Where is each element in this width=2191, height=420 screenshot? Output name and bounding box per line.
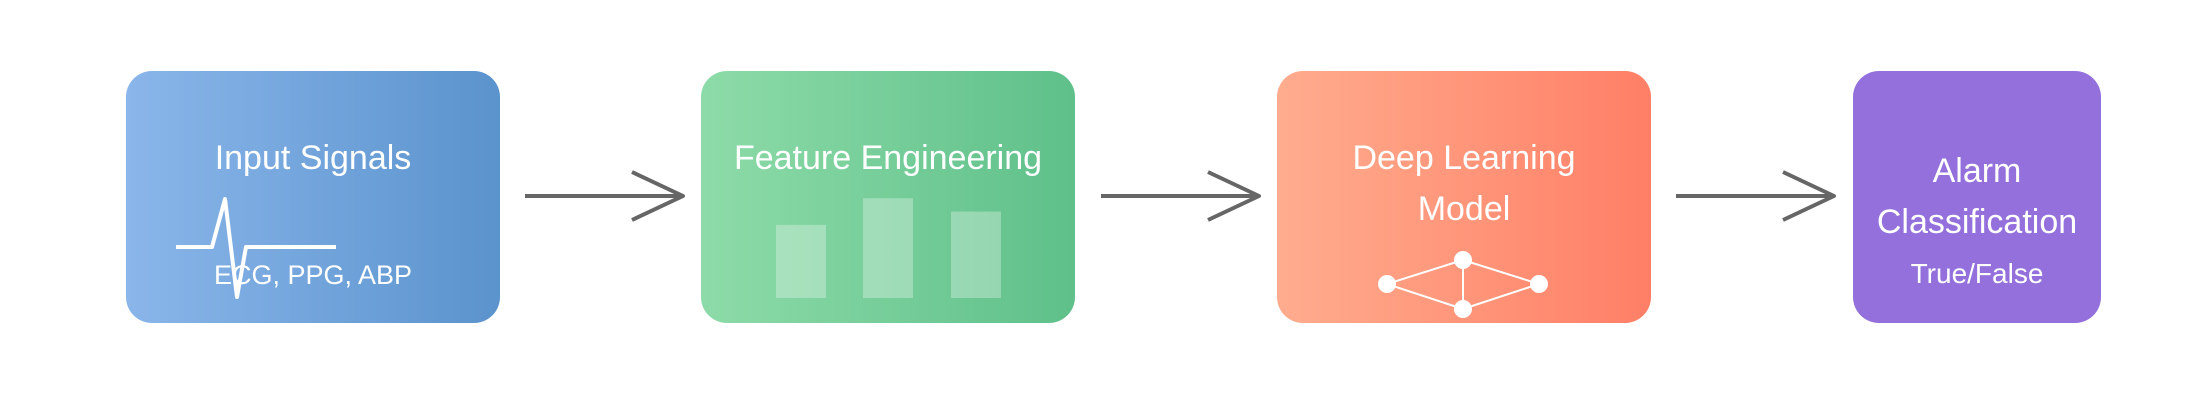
feature-engineering-title: Feature Engineering [733,139,1043,177]
feature-bar-2 [863,198,913,298]
input-signals-subtitle: ECG, PPG, ABP [213,260,413,290]
alarm-title-line2: Classification [1876,203,2078,241]
ecg-waveform-icon [176,197,336,299]
neural-network-icon [1378,251,1548,318]
input-signals-title: Input Signals [214,139,412,177]
model-title-line1: Deep Learning [1352,139,1576,177]
deep-learning-model-node: Deep Learning Model [1277,71,1651,323]
feature-bar-1 [776,224,826,298]
model-title-line2: Model [1417,190,1511,228]
alarm-subtitle: True/False [1910,258,2044,289]
alarm-title-line1: Alarm [1932,152,2022,190]
feature-bar-3 [951,211,1001,298]
input-signals-node: Input Signals ECG, PPG, ABP [126,71,500,323]
arrow-input-to-feature [525,170,685,222]
alarm-classification-node: Alarm Classification True/False [1853,71,2101,323]
feature-engineering-node: Feature Engineering [701,71,1075,323]
arrow-model-to-alarm [1676,170,1836,222]
bar-chart-icon [776,198,1001,298]
arrow-feature-to-model [1101,170,1261,222]
